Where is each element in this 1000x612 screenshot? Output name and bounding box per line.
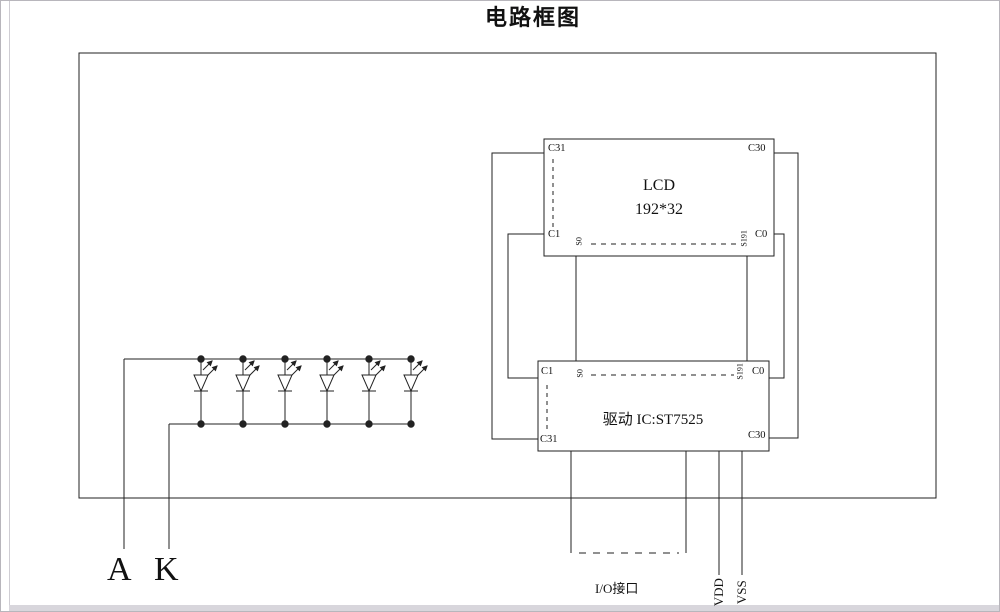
diagram-title: 电路框图 xyxy=(484,5,581,30)
lcd-seg-last: S191 xyxy=(739,230,749,247)
page-bottom-band xyxy=(9,605,999,611)
led-array xyxy=(194,356,427,427)
page-edge-line xyxy=(9,1,10,611)
backlight-cathode-label: K xyxy=(154,551,179,588)
led-icon xyxy=(236,356,259,427)
vss-label: VSS xyxy=(733,580,749,605)
bus-wires xyxy=(492,153,798,439)
power-wires xyxy=(719,451,742,575)
driver-pin-c0: C0 xyxy=(752,366,765,377)
lcd-pin-c1: C1 xyxy=(548,229,561,240)
driver-label: 驱动 IC:ST7525 xyxy=(602,412,704,428)
led-icon xyxy=(362,356,385,427)
driver-pin-c31: C31 xyxy=(540,434,558,445)
backlight-anode-label: A xyxy=(107,551,132,588)
lcd-box xyxy=(544,139,774,256)
lcd-pin-c0: C0 xyxy=(755,229,768,240)
driver-seg-last: S191 xyxy=(735,363,745,380)
driver-pin-c1: C1 xyxy=(541,366,554,377)
driver-box xyxy=(538,361,769,451)
led-icon xyxy=(194,356,217,427)
io-wires xyxy=(571,451,686,553)
led-icon xyxy=(278,356,301,427)
driver-seg-first: S0 xyxy=(575,369,585,378)
led-icon xyxy=(404,356,427,427)
driver-pin-c30: C30 xyxy=(748,430,766,441)
led-icon xyxy=(320,356,343,427)
lcd-seg-first: S0 xyxy=(574,237,584,246)
lcd-name: LCD xyxy=(643,177,675,194)
io-port-label: I/O接口 xyxy=(595,581,639,596)
lcd-resolution: 192*32 xyxy=(635,201,683,218)
lcd-pin-c30: C30 xyxy=(748,143,766,154)
lcd-pin-c31: C31 xyxy=(548,143,566,154)
vdd-label: VDD xyxy=(710,578,726,607)
outer-frame xyxy=(79,53,936,498)
